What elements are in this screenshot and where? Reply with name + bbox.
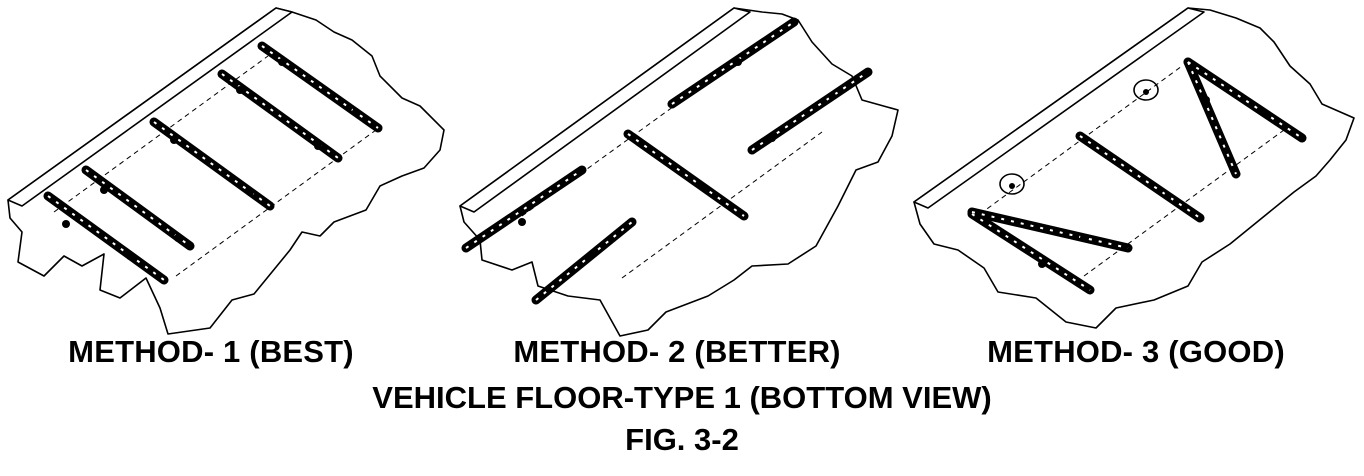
method-3-label: METHOD- 3 (GOOD) [987,334,1285,369]
method-2-panel [452,0,912,340]
method-1-label: METHOD- 1 (BEST) [68,334,354,369]
floor-edge [7,7,293,207]
figure-title: VEHICLE FLOOR-TYPE 1 (BOTTOM VIEW) [372,380,992,415]
method-2-label: METHOD- 2 (BETTER) [513,334,841,369]
method-1-panel [0,0,460,340]
floor-edge [459,7,751,213]
figure-number: FIG. 3-2 [625,422,739,457]
method-3-drawing [913,7,1355,329]
mounting-point [999,79,1159,195]
method-3-panel [906,0,1364,340]
method-2-drawing [459,7,899,337]
method-1-drawing [7,7,445,335]
rail [461,165,587,253]
floor-edge [913,7,1205,209]
